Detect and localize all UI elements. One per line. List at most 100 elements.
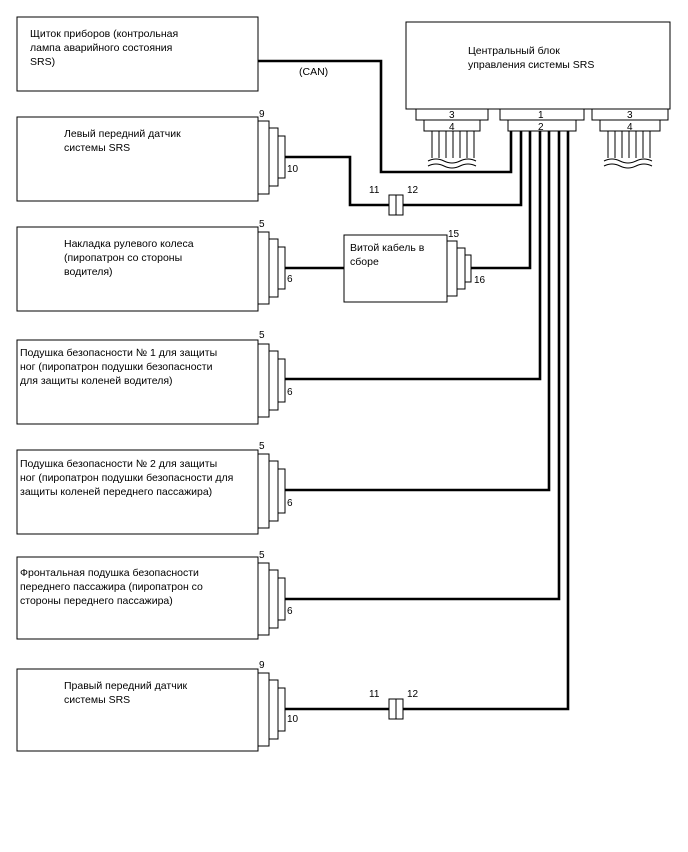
wire-spiral-cable <box>471 131 532 270</box>
passenger-airbag-label-line3: стороны переднего пассажира) <box>20 595 173 607</box>
ecu-right-connector-bottom <box>599 119 661 132</box>
right-front-sensor-connector-outer <box>257 672 270 747</box>
wires <box>258 59 570 711</box>
passenger-airbag-label-line1: Фронтальная подушка безопасности <box>20 567 199 579</box>
left-front-sensor-connector-inner <box>277 135 286 179</box>
ecu-right-pin-3: 3 <box>627 110 633 121</box>
instrument-panel-box <box>16 16 259 92</box>
steering-wheel-pad: Накладка рулевого колеса (пиропатрон со … <box>16 219 293 312</box>
passenger-airbag-label-line2: переднего пассажира (пиропатрон со <box>20 581 203 593</box>
knee-airbag-1-box <box>16 339 259 425</box>
srs-ecu-label-line1: Центральный блок <box>468 45 560 57</box>
instrument-panel: Щиток приборов (контрольная лампа аварий… <box>16 16 328 92</box>
wire-can-bus <box>258 59 513 174</box>
steering-wheel-pad-pin-6: 6 <box>287 274 293 285</box>
left-front-sensor: Левый передний датчик системы SRS 9 10 <box>16 109 299 202</box>
wire-left-sensor-a <box>285 155 389 207</box>
right-front-sensor: Правый передний датчик системы SRS 9 10 <box>16 660 299 752</box>
knee-airbag-2-pin-5: 5 <box>259 441 265 452</box>
knee-airbag-2: Подушка безопасности № 2 для защиты ног … <box>16 441 293 535</box>
knee-airbag-1-label-line3: для защиты коленей водителя) <box>20 375 173 387</box>
knee-airbag-1-label-line1: Подушка безопасности № 1 для защиты <box>20 347 217 359</box>
steering-wheel-pad-connector-inner <box>277 246 286 290</box>
left-front-sensor-label-line2: системы SRS <box>64 142 130 154</box>
spiral-cable-pin-15: 15 <box>448 229 460 240</box>
knee-airbag-2-pin-6: 6 <box>287 498 293 509</box>
wire-left-sensor-b <box>403 131 523 207</box>
steering-wheel-pad-label-line2: (пиропатрон со стороны <box>64 252 182 264</box>
knee-airbag-1-label-line2: ног (пиропатрон подушки безопасности <box>20 361 213 373</box>
can-bus-label: (CAN) <box>299 66 328 78</box>
passenger-airbag-connector-inner <box>277 577 286 621</box>
right-sensor-inline-connector: 11 12 <box>369 689 419 720</box>
knee-airbag-1-connector-outer <box>257 343 270 418</box>
right-inline-pin-12: 12 <box>407 689 419 700</box>
wire-passenger-airbag <box>285 131 561 601</box>
ecu-left-harness <box>427 131 477 169</box>
right-front-sensor-connector-inner <box>277 687 286 732</box>
spiral-cable-box <box>343 234 448 303</box>
knee-airbag-2-connector-outer <box>257 453 270 529</box>
wire-right-sensor-b <box>403 131 570 711</box>
left-front-sensor-pin-9: 9 <box>259 109 265 120</box>
spiral-cable-pin-16: 16 <box>474 275 486 286</box>
passenger-airbag: Фронтальная подушка безопасности передне… <box>16 550 293 640</box>
passenger-airbag-pin-5: 5 <box>259 550 265 561</box>
left-front-sensor-connector-middle <box>268 127 279 187</box>
srs-ecu: Центральный блок управления системы SRS … <box>405 21 671 169</box>
steering-wheel-pad-connector-outer <box>257 231 270 305</box>
ecu-left-pin-4: 4 <box>449 122 455 133</box>
steering-wheel-pad-pin-5: 5 <box>259 219 265 230</box>
left-inline-pin-11: 11 <box>369 185 380 196</box>
knee-airbag-2-connector-inner <box>277 468 286 514</box>
knee-airbag-2-box <box>16 449 259 535</box>
right-front-sensor-connector-middle <box>268 679 279 740</box>
instrument-panel-label-line3: SRS) <box>30 56 55 68</box>
right-front-sensor-pin-10: 10 <box>287 714 299 725</box>
instrument-panel-label-line2: лампа аварийного состояния <box>30 42 172 54</box>
spiral-cable: Витой кабель в сборе 15 16 <box>343 229 486 303</box>
ecu-right-harness <box>603 131 653 169</box>
left-sensor-inline-connector: 11 12 <box>369 185 419 216</box>
ecu-center-connector-bottom <box>507 119 577 132</box>
ecu-right-pin-4: 4 <box>627 122 633 133</box>
passenger-airbag-connector-outer <box>257 562 270 636</box>
spiral-cable-label-line1: Витой кабель в <box>350 242 425 254</box>
knee-airbag-1: Подушка безопасности № 1 для защиты ног … <box>16 330 293 425</box>
knee-airbag-2-label-line1: Подушка безопасности № 2 для защиты <box>20 458 217 470</box>
left-front-sensor-pin-10: 10 <box>287 164 299 175</box>
right-inline-pin-11: 11 <box>369 689 380 700</box>
knee-airbag-2-label-line2: ног (пиропатрон подушки безопасности для <box>20 472 233 484</box>
ecu-center-pin-2: 2 <box>538 122 544 133</box>
right-front-sensor-box <box>16 668 259 752</box>
srs-ecu-box <box>405 21 671 110</box>
steering-wheel-pad-connector-middle <box>268 238 279 298</box>
left-inline-pin-12: 12 <box>407 185 419 196</box>
wire-knee-airbag-1 <box>285 131 542 381</box>
right-front-sensor-label-line1: Правый передний датчик <box>64 680 188 692</box>
ecu-left-connector-bottom <box>423 119 481 132</box>
knee-airbag-1-connector-middle <box>268 350 279 411</box>
knee-airbag-1-pin-5: 5 <box>259 330 265 341</box>
steering-wheel-pad-label-line3: водителя) <box>64 266 113 278</box>
right-front-sensor-pin-9: 9 <box>259 660 265 671</box>
wire-knee-airbag-2 <box>285 131 551 492</box>
srs-ecu-label-line2: управления системы SRS <box>468 59 594 71</box>
spiral-cable-connector-inner <box>464 254 472 283</box>
left-front-sensor-label-line1: Левый передний датчик <box>64 128 181 140</box>
knee-airbag-2-label-line3: защиты коленей переднего пассажира) <box>20 486 212 498</box>
spiral-cable-connector-middle <box>456 247 466 290</box>
ecu-center-pin-1: 1 <box>538 110 544 121</box>
ecu-left-pin-3: 3 <box>449 110 455 121</box>
knee-airbag-2-connector-middle <box>268 460 279 522</box>
steering-wheel-pad-label-line1: Накладка рулевого колеса <box>64 238 194 250</box>
knee-airbag-1-connector-inner <box>277 358 286 403</box>
right-front-sensor-label-line2: системы SRS <box>64 694 130 706</box>
passenger-airbag-connector-middle <box>268 569 279 629</box>
left-front-sensor-connector-outer <box>257 120 270 195</box>
spiral-cable-label-line2: сборе <box>350 256 379 268</box>
passenger-airbag-pin-6: 6 <box>287 606 293 617</box>
left-front-sensor-box <box>16 116 259 202</box>
spiral-cable-connector-outer <box>446 240 458 297</box>
